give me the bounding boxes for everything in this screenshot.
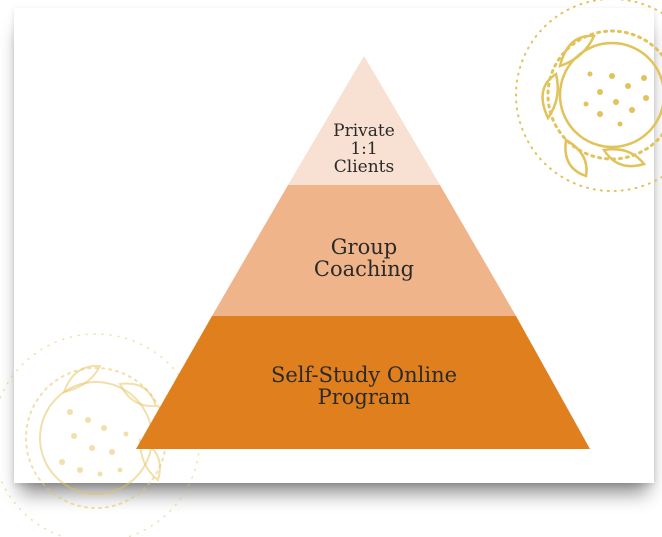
tier-label-private-clients: Private 1:1 Clients <box>322 122 406 176</box>
mandala-ornament-top-right-icon <box>515 0 662 192</box>
ornament-petal <box>62 364 102 394</box>
ornament-dots <box>59 409 129 477</box>
tier-label-line: Private <box>333 121 395 141</box>
ornament-petal <box>564 137 588 178</box>
tier-label-line: Clients <box>333 157 395 177</box>
tier-label-line: Program <box>317 385 411 409</box>
pyramid-tier-bottom <box>136 316 590 449</box>
tier-label-line: Group <box>330 235 398 259</box>
ornament-dot-ring <box>515 0 662 192</box>
pyramid-tier-middle <box>212 185 516 316</box>
ornament-petal <box>118 382 158 408</box>
ornament-petal <box>558 34 596 68</box>
ornament-ring <box>558 41 662 149</box>
tier-label-line: Self-Study Online <box>270 363 458 387</box>
tier-label-line: Coaching <box>313 257 415 281</box>
tier-label-line: 1:1 <box>350 139 378 159</box>
pyramid-tier-top <box>288 56 440 185</box>
tier-label-group-coaching: Group Coaching <box>292 236 436 280</box>
tier-label-self-study-program: Self-Study Online Program <box>244 364 484 408</box>
ornament-petal <box>601 148 647 168</box>
ornament-petal <box>541 72 559 121</box>
ornament-dots <box>583 71 649 127</box>
ornament-ring <box>39 381 153 495</box>
